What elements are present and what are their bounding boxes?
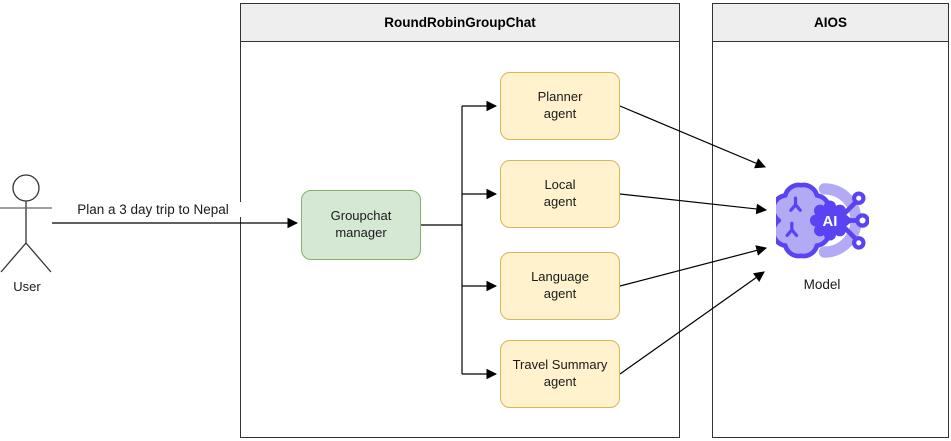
user-actor-icon xyxy=(0,174,52,273)
ai-model-icon: AI xyxy=(776,182,869,259)
travel-summary-agent-node: Travel Summary agent xyxy=(500,340,620,408)
language-agent-label: Language agent xyxy=(531,269,589,301)
roundrobin-groupchat-title: RoundRobinGroupChat xyxy=(241,4,679,42)
planner-agent-node: Planner agent xyxy=(500,72,620,140)
user-message-label: Plan a 3 day trip to Nepal xyxy=(58,202,248,217)
aios-title: AIOS xyxy=(713,4,948,42)
local-agent-label: Local agent xyxy=(543,177,577,209)
circuit-nodes xyxy=(842,191,869,250)
groupchat-manager-node: Groupchat manager xyxy=(301,190,421,260)
groupchat-manager-label: Groupchat manager xyxy=(330,208,392,240)
aios-container: AIOS xyxy=(712,3,949,438)
ai-gear-shape: AI xyxy=(809,200,850,241)
local-agent-node: Local agent xyxy=(500,160,620,228)
model-label: Model xyxy=(803,277,841,292)
planner-agent-label: Planner agent xyxy=(537,89,583,121)
travel-summary-agent-label: Travel Summary agent xyxy=(512,357,608,389)
roundrobin-groupchat-container: RoundRobinGroupChat xyxy=(240,3,680,438)
language-agent-node: Language agent xyxy=(500,252,620,320)
ai-badge-text: AI xyxy=(823,214,838,230)
user-label: User xyxy=(13,279,41,294)
